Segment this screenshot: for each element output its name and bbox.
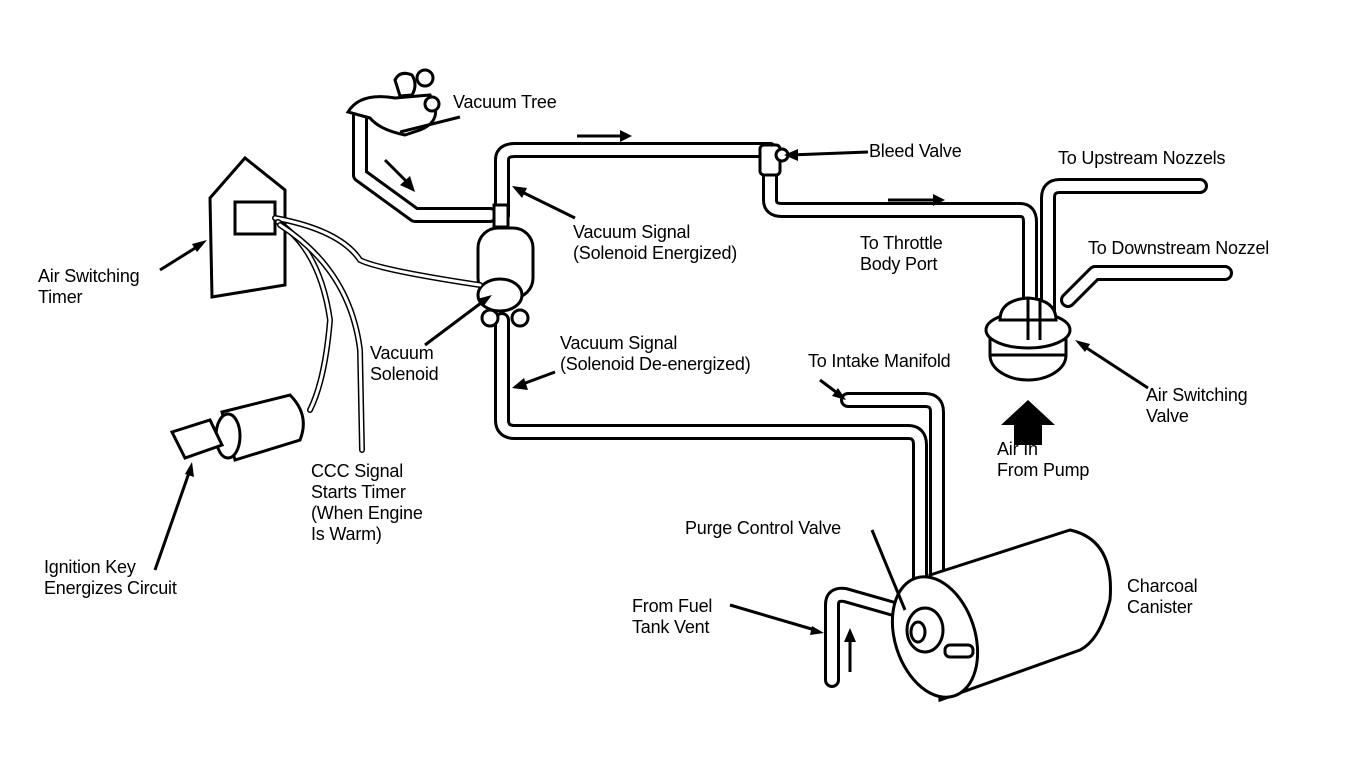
purge-control-valve <box>905 606 975 659</box>
label-bleed-valve: Bleed Valve <box>869 141 962 161</box>
label-to-upstream-nozzels: To Upstream Nozzels <box>1058 148 1226 168</box>
throttle-body-pipe <box>762 167 1038 328</box>
label-air-in-from-pump: Air In From Pump <box>997 439 1090 480</box>
intake-manifold-pipe <box>840 392 945 608</box>
fuel-tank-vent-pipe <box>824 586 923 688</box>
timer-wires <box>272 215 483 453</box>
flow-arrows <box>383 130 945 672</box>
label-vacuum-solenoid: Vacuum Solenoid <box>370 343 439 384</box>
vacuum-signal-energized-pipe <box>494 142 778 223</box>
label-air-switching-timer: Air Switching Timer <box>38 266 140 307</box>
vacuum-tree <box>345 68 461 137</box>
vacuum-signal-deenergized-pipe <box>494 312 928 608</box>
bleed-valve <box>758 143 790 177</box>
air-switching-valve <box>984 296 1072 382</box>
charcoal-canister <box>890 528 1112 703</box>
label-air-switching-valve: Air Switching Valve <box>1146 385 1248 426</box>
air-switching-timer <box>208 155 287 299</box>
leader-lines <box>153 149 1149 635</box>
vacuum-solenoid <box>476 203 535 328</box>
label-to-throttle-body-port: To Throttle Body Port <box>860 233 943 274</box>
label-ignition-key: Ignition Key Energizes Circuit <box>44 557 177 598</box>
downstream-nozzel-pipe <box>1060 265 1233 308</box>
label-to-downstream-nozzel: To Downstream Nozzel <box>1088 238 1270 258</box>
ignition-connector <box>169 393 305 462</box>
upstream-nozzel-pipe <box>1040 178 1208 328</box>
label-charcoal-canister: Charcoal Canister <box>1127 576 1198 617</box>
label-purge-control-valve: Purge Control Valve <box>685 518 841 538</box>
vacuum-tree-hose <box>352 102 498 223</box>
label-to-intake-manifold: To Intake Manifold <box>808 351 951 371</box>
label-from-fuel-tank-vent: From Fuel Tank Vent <box>632 596 713 637</box>
label-vacuum-tree: Vacuum Tree <box>453 92 557 112</box>
label-vacuum-signal-energized: Vacuum Signal (Solenoid Energized) <box>573 222 738 263</box>
air-in-arrow-icon <box>1001 400 1055 445</box>
label-vacuum-signal-deenergized: Vacuum Signal (Solenoid De-energized) <box>560 333 751 374</box>
label-ccc-signal: CCC Signal Starts Timer (When Engine Is … <box>311 461 423 544</box>
